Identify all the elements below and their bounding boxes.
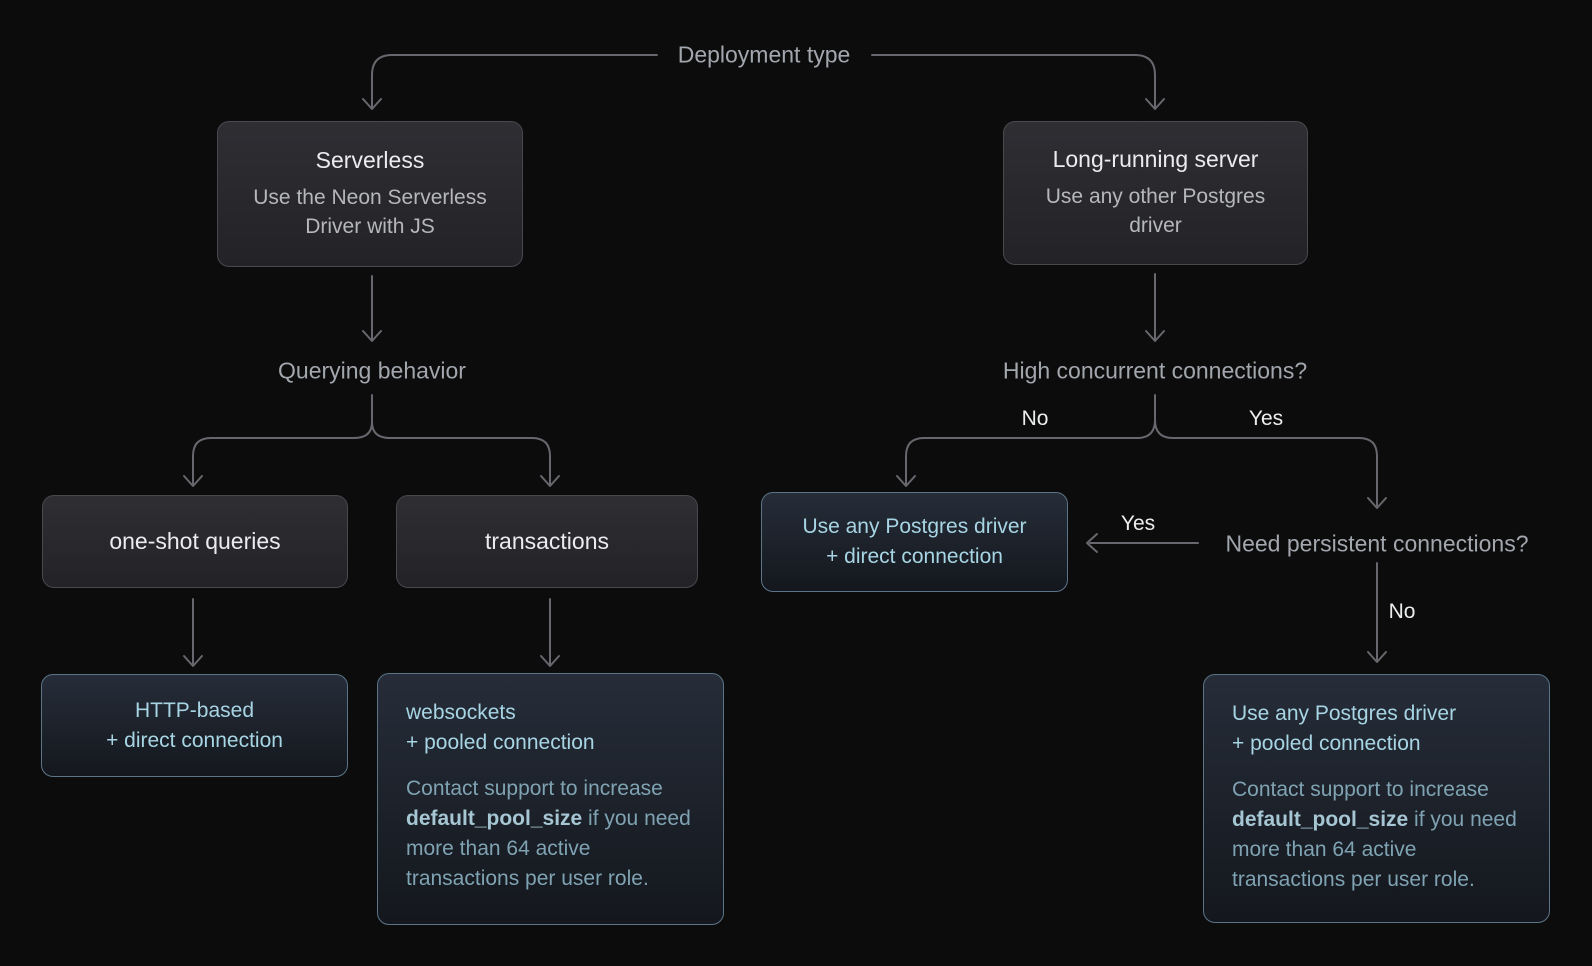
edge-querying-transactions (371, 421, 560, 487)
branch-label-no: No (1388, 600, 1416, 623)
node-title: one-shot queries (109, 528, 281, 554)
arrow-down-icon (1367, 651, 1387, 663)
arrow-down-icon (1145, 330, 1165, 342)
edge-persistent-yes (1086, 533, 1199, 553)
node-long-running-server: Long-running server Use any other Postgr… (1003, 121, 1308, 265)
arrow-down-icon (362, 330, 382, 342)
edge-transactions-websockets (540, 598, 560, 667)
node-serverless: Serverless Use the Neon Serverless Drive… (217, 121, 523, 267)
branch-label-yes: Yes (1248, 407, 1284, 430)
node-title-line: Use any Postgres driver (1232, 702, 1457, 725)
node-subtitle: Use any other Postgres driver (1045, 185, 1266, 237)
node-subtitle: Use the Neon Serverless Driver with JS (253, 186, 487, 238)
edge-one-shot-http (183, 598, 203, 667)
edge-querying-one-shot (183, 394, 373, 487)
note-text: Contact support to increase (1232, 778, 1489, 801)
branch-label-no: No (1021, 407, 1049, 430)
node-title-line: websockets (406, 701, 516, 724)
node-title-line: + pooled connection (1232, 732, 1421, 755)
node-websockets-pooled-connection: websockets + pooled connection Contact s… (377, 673, 724, 925)
arrow-down-icon (183, 475, 203, 487)
arrow-down-icon (1145, 98, 1165, 110)
arrow-down-icon (896, 475, 916, 487)
note-text: if you need more than 64 active transact… (1232, 808, 1517, 891)
edge-serverless-querying (362, 275, 382, 342)
node-title: Serverless (315, 147, 425, 173)
node-any-driver-direct-connection: Use any Postgres driver + direct connect… (761, 492, 1068, 592)
node-title-line: + direct connection (106, 728, 283, 752)
node-title-line: HTTP-based (134, 698, 255, 722)
arrow-left-icon (1086, 533, 1098, 553)
node-title: transactions (484, 528, 609, 554)
arrow-down-icon (540, 475, 560, 487)
node-title: Long-running server (1052, 146, 1259, 172)
node-one-shot-queries: one-shot queries (42, 495, 348, 588)
branch-label-yes: Yes (1120, 512, 1156, 535)
question-high-concurrent-connections: High concurrent connections? (1002, 357, 1308, 384)
question-querying-behavior: Querying behavior (278, 357, 466, 384)
edge-long-running-concurrent (1145, 273, 1165, 342)
node-transactions: transactions (396, 495, 698, 588)
edge-persistent-no (1367, 562, 1387, 663)
arrow-down-icon (183, 655, 203, 667)
note-code-bold: default_pool_size (1232, 808, 1409, 831)
node-any-driver-pooled-connection: Use any Postgres driver + pooled connect… (1203, 674, 1550, 923)
arrow-down-icon (540, 655, 560, 667)
node-title-line: + direct connection (826, 545, 1003, 568)
edge-root-long-running (871, 54, 1165, 110)
node-http-direct-connection: HTTP-based + direct connection (41, 674, 348, 777)
node-title-line: Use any Postgres driver (802, 515, 1027, 538)
node-title-line: + pooled connection (406, 731, 595, 754)
edge-concurrent-yes (1154, 419, 1387, 509)
root-label-deployment-type: Deployment type (677, 41, 851, 68)
arrow-down-icon (362, 98, 382, 110)
edge-root-serverless (362, 54, 658, 110)
note-text: Contact support to increase (406, 777, 663, 800)
node-note: Contact support to increase default_pool… (1232, 775, 1521, 895)
edge-concurrent-no (896, 394, 1156, 487)
arrow-down-icon (1367, 497, 1387, 509)
node-note: Contact support to increase default_pool… (406, 774, 695, 894)
note-text: if you need more than 64 active transact… (406, 807, 691, 890)
question-need-persistent-connections: Need persistent connections? (1225, 530, 1529, 557)
note-code-bold: default_pool_size (406, 807, 583, 830)
